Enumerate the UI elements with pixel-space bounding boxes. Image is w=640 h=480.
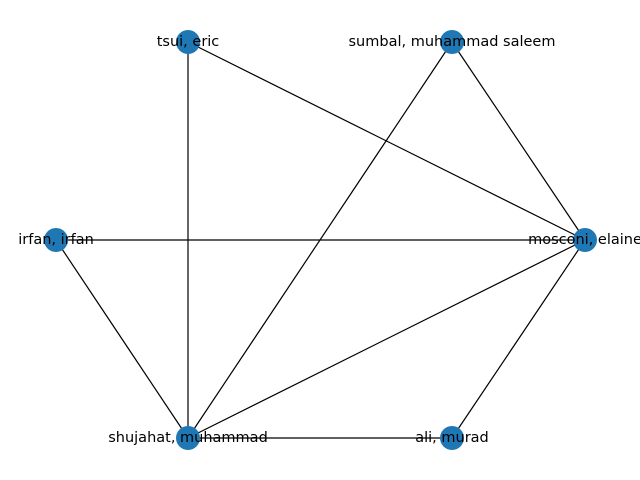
nodes-layer <box>44 30 597 450</box>
edge-sumbal-mosconi <box>451 41 586 241</box>
node-label-sumbal: sumbal, muhammad saleem <box>349 34 556 50</box>
node-sumbal <box>440 30 464 54</box>
node-irfan <box>44 228 68 252</box>
labels-layer: tsui, eric sumbal, muhammad saleem irfan, … <box>18 34 640 446</box>
node-tsui <box>176 30 200 54</box>
node-label-tsui: tsui, eric <box>157 34 220 50</box>
node-shujahat <box>176 426 200 450</box>
edge-irfan-shujahat <box>55 239 189 439</box>
node-label-irfan: irfan, irfan <box>18 232 94 248</box>
node-mosconi <box>573 228 597 252</box>
edges-layer <box>55 41 586 439</box>
edge-mosconi-ali <box>451 239 586 439</box>
node-label-shujahat: shujahat, muhammad <box>108 430 268 446</box>
node-label-mosconi: mosconi, elaine <box>528 232 640 248</box>
node-ali <box>440 426 464 450</box>
node-label-ali: ali, murad <box>415 430 489 446</box>
edge-mosconi-shujahat <box>187 239 586 439</box>
